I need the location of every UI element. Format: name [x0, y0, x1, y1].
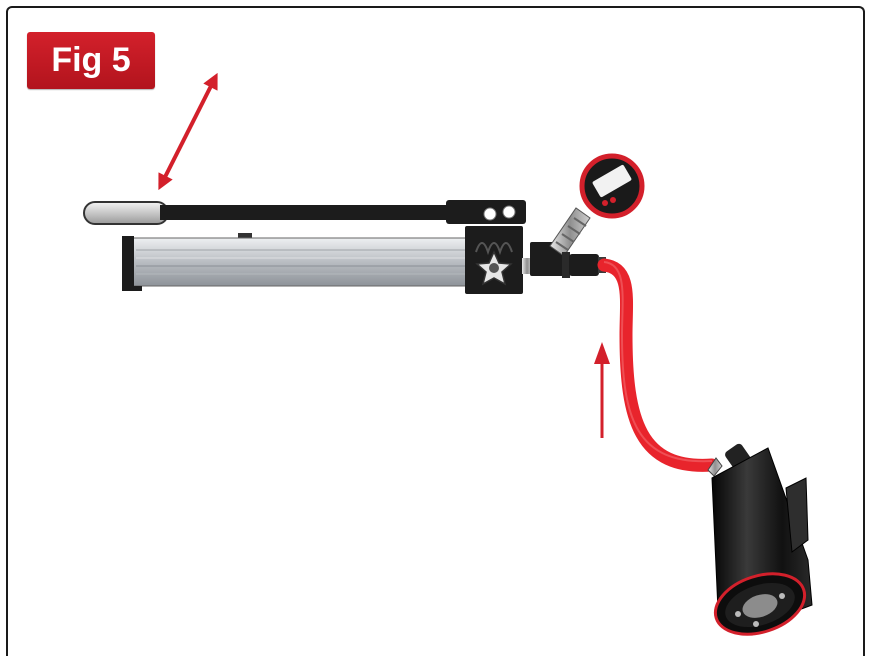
figure-frame [6, 6, 865, 656]
digital-pressure-gauge-icon [579, 153, 645, 219]
hydraulic-hose [597, 258, 719, 472]
figure-label: Fig 5 [27, 32, 155, 89]
pump-body [465, 226, 564, 294]
hydraulic-cylinder [707, 443, 813, 636]
double-arrow-icon [158, 72, 218, 191]
gauge-fitting [549, 207, 591, 257]
pump-handle [83, 200, 526, 225]
up-arrow-icon [594, 342, 610, 438]
pump-reservoir [122, 233, 471, 291]
